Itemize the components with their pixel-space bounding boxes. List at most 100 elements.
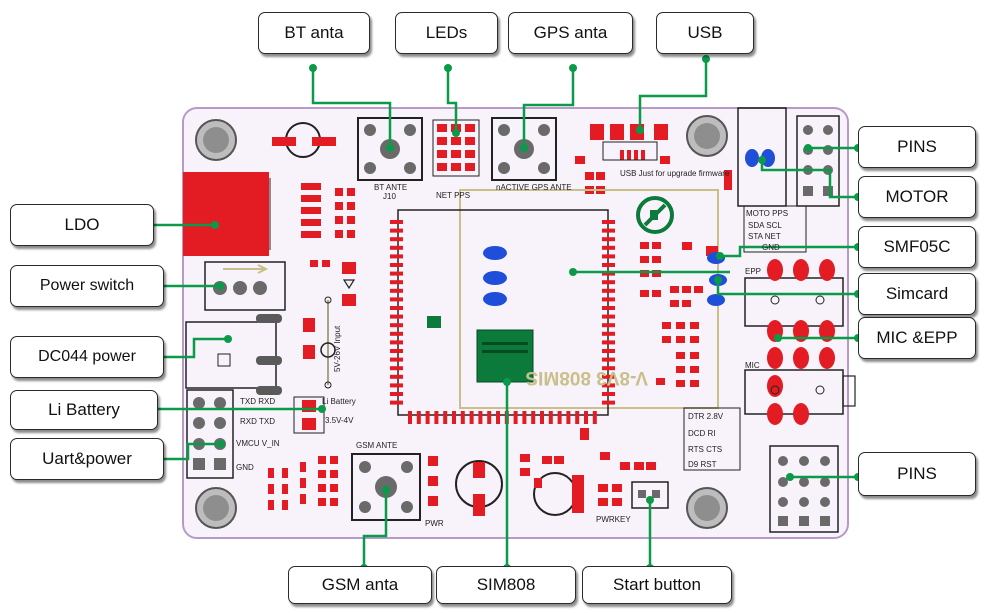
module-pin-right [602,374,615,379]
module-pin-left [390,366,403,371]
module-pin-left [390,254,403,259]
leader-lines [154,59,858,568]
module-pin-right [602,220,615,224]
module-pin-bottom [416,411,421,424]
callout-pins-bottom: PINS [858,452,976,496]
module-pin-right [602,349,615,353]
module-pin-right [602,237,615,242]
module-pin-right [602,366,615,371]
callout-uart-power: Uart&power [10,438,164,480]
module-pin-right [602,297,615,302]
module-pin-left [390,383,403,388]
module-pin-left [390,392,403,396]
callout-pins-bottom-text: PINS [897,464,937,483]
pcb-board [182,107,849,539]
callout-leds-text: LEDs [425,23,468,42]
module-pin-right [602,245,615,250]
callout-simcard: Simcard [858,273,976,315]
callout-mic-epp: MIC &EPP [858,317,976,359]
silk-sda-scl: SDA SCL [748,221,782,230]
module-pin-bottom [452,411,456,424]
silk-usb-note: USB Just for upgrade firmware [620,169,730,178]
module-pin-right [602,331,615,336]
module-pin-right [602,263,615,267]
callout-bt-anta-text: BT anta [284,23,344,42]
module-pin-bottom [557,411,562,424]
module-pin-right [602,228,615,233]
module-pin-bottom [496,411,500,424]
silk-pwrkey: PWRKEY [596,515,631,524]
callout-simcard-text: Simcard [885,284,949,303]
callout-motor: MOTOR [858,176,976,218]
module-pin-bottom [575,411,580,424]
module-pin-right [602,383,615,388]
callout-mic-epp-text: MIC &EPP [876,328,958,347]
callout-dc044-power-text: DC044 power [38,348,136,365]
module-pin-left [390,263,403,267]
silk-dcd-ri: DCD RI [688,429,716,438]
silk-j10: J10 [383,192,396,201]
module-pin-left [390,314,403,319]
callout-smf05c: SMF05C [858,226,976,268]
module-pin-bottom [548,411,553,424]
module-pin-bottom [469,411,474,424]
module-pin-bottom [592,411,597,424]
callout-smf05c-text: SMF05C [883,237,951,256]
module-pin-left [390,288,403,293]
pin-header-top-right [796,115,840,207]
module-pin-bottom [460,411,465,424]
callout-gsm-anta-text: GSM anta [321,575,399,594]
module-pin-bottom [566,411,571,424]
module-pin-left [390,228,403,233]
module-pin-bottom [531,411,536,424]
module-pin-right [602,271,615,276]
callout-pins-top-text: PINS [897,137,937,156]
module-pin-bottom [478,411,483,424]
module-pin-right [602,340,615,345]
pin-header-bottom-right [769,445,839,533]
callout-bt-anta: BT anta [258,12,370,54]
module-pin-right [602,357,615,362]
callout-ldo: LDO [10,204,154,246]
silk-rts-cts: RTS CTS [688,445,722,454]
callout-sim808-text: SIM808 [476,575,536,594]
silk-gsm-ante: GSM ANTE [356,441,397,450]
callout-gsm-anta: GSM anta [288,566,432,604]
module-pin-left [390,357,403,362]
mounting-hole-top-left [195,119,237,161]
module-pin-bottom [443,411,448,424]
silk-batt-range: 3.5V-4V [325,416,354,425]
module-pin-left [390,331,403,336]
callout-sim808: SIM808 [436,566,576,604]
module-pin-right [602,323,615,328]
callout-gps-anta-text: GPS anta [533,23,608,42]
silk-sta-net: STA NET [748,232,781,241]
silk-li-battery: Li Battery [322,397,356,406]
mounting-hole-top-right [686,115,728,157]
module-pin-bottom [425,411,430,424]
silk-bt-ante: BT ANTE [374,183,407,192]
callout-uart-power-text: Uart&power [42,449,132,468]
silk-txd-rxd: TXD RXD [240,397,275,406]
mounting-hole-bottom-left [195,487,237,529]
module-pin-bottom [434,411,439,424]
module-pin-left [390,220,403,224]
module-pin-bottom [513,411,518,424]
callout-li-battery: Li Battery [10,390,158,430]
dc044-jack-body [185,321,277,389]
silk-d9-rst: D9 RST [688,460,717,469]
silk-rxd-txd: RXD TXD [240,417,275,426]
module-pin-right [602,254,615,259]
silk-dtr-block: DTR 2.8V [688,412,724,421]
callout-dc044-power: DC044 power [10,336,164,378]
silk-gnd: GND [236,463,254,472]
callout-start-button-text: Start button [613,575,701,594]
callout-ldo-text: LDO [64,215,100,234]
silk-epp: EPP [745,267,761,276]
module-pin-left [390,340,403,345]
sim808-chip [476,329,534,383]
module-pin-bottom [584,411,588,424]
module-pin-left [390,271,403,276]
